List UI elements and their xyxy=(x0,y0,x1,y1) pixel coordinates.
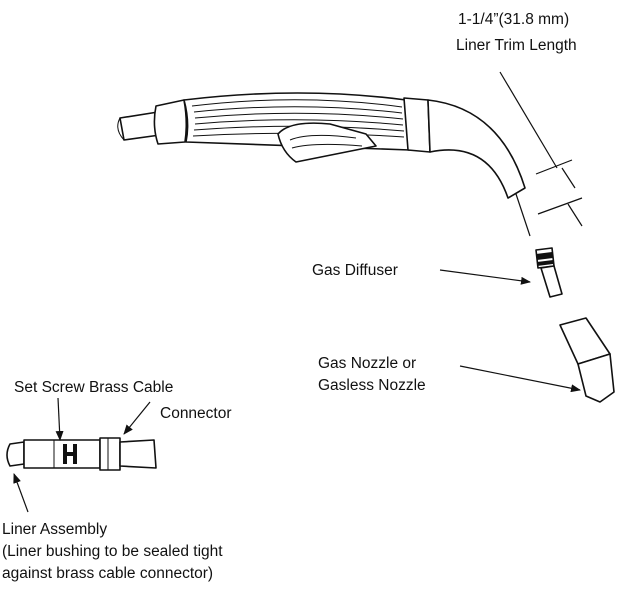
connector-arrow xyxy=(123,401,151,435)
liner-wire xyxy=(515,193,531,237)
cable-connector-assembly xyxy=(6,437,157,471)
liner-assembly-arrow xyxy=(13,473,29,513)
gas-diffuser xyxy=(535,247,563,298)
gas-nozzle-label-line1: Gas Nozzle or xyxy=(318,355,416,372)
rear-grip-band xyxy=(153,99,188,145)
liner-tip xyxy=(6,441,25,467)
liner-assembly-label-line3: against brass cable connector) xyxy=(2,565,213,582)
trigger xyxy=(277,122,377,163)
brass-connector xyxy=(23,439,101,469)
leader-arrows xyxy=(13,269,581,513)
welding-gun xyxy=(117,92,531,237)
labels: 1-1/4”(31.8 mm) Liner Trim Length Gas Di… xyxy=(2,11,577,582)
gooseneck xyxy=(427,99,526,199)
trim-length-dimension xyxy=(499,71,583,227)
ferrule xyxy=(99,437,121,471)
gas-nozzle xyxy=(559,317,615,403)
liner-assembly-label-line1: Liner Assembly xyxy=(2,521,107,538)
set-screw-arrow xyxy=(55,397,64,441)
trim-length-label-line2: Liner Trim Length xyxy=(456,37,577,54)
set-screw-label: Set Screw Brass Cable xyxy=(14,379,173,396)
gas-nozzle-label-line2: Gasless Nozzle xyxy=(318,377,426,394)
liner-assembly-label-line2: (Liner bushing to be sealed tight xyxy=(2,543,223,560)
set-screw-icon xyxy=(63,444,77,464)
connector-label: Connector xyxy=(160,405,232,422)
gas-diffuser-arrow xyxy=(439,269,531,285)
cable xyxy=(119,439,157,469)
trim-length-label-line1: 1-1/4”(31.8 mm) xyxy=(458,11,569,28)
gas-nozzle-arrow xyxy=(459,365,581,393)
front-collar xyxy=(403,97,431,153)
gas-diffuser-label: Gas Diffuser xyxy=(312,262,398,279)
